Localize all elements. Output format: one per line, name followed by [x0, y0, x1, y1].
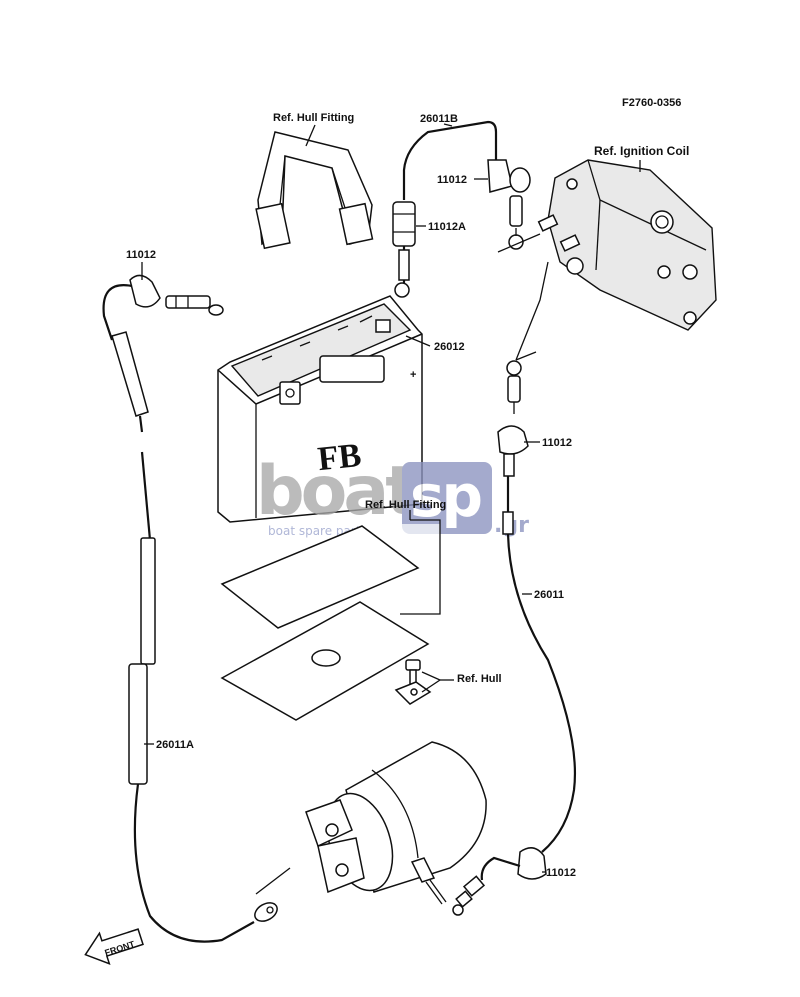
label-11012-right: 11012 [542, 437, 572, 449]
label-ref-hull-fitting-top: Ref. Hull Fitting [273, 112, 354, 124]
label-26011a: 26011A [156, 739, 194, 751]
svg-text:boat: boat [256, 452, 416, 531]
boot-cap-left [102, 274, 224, 341]
battery-mark: FB [316, 437, 363, 478]
starter-motor [305, 741, 487, 905]
watermark: boat sp .gr boat spare parts [256, 452, 529, 538]
label-ref-ignition-coil: Ref. Ignition Coil [594, 144, 689, 158]
connector-right-upper [506, 351, 537, 414]
boot-cap-right [497, 425, 529, 477]
cable-26011 [502, 476, 577, 853]
label-26012: 26012 [434, 341, 465, 353]
label-ref-hull: Ref. Hull [457, 673, 502, 685]
boot-cap-bottom [452, 847, 547, 916]
plug-11012a [392, 201, 416, 298]
label-ref-hull-fitting-mid: Ref. Hull Fitting [365, 499, 446, 511]
label-11012-left: 11012 [126, 249, 156, 261]
cable-26011a [111, 331, 278, 943]
boot-cap-upper-center [487, 159, 531, 250]
svg-text:sp: sp [410, 462, 481, 530]
label-11012-bottom: 11012 [546, 867, 576, 879]
hull-fitting-plate-upper [220, 525, 420, 629]
hull-bolt [394, 659, 432, 705]
svg-text:+: + [410, 369, 416, 381]
hull-fitting-plate-lower [220, 601, 430, 721]
figure-code: F2760-0356 [622, 97, 681, 109]
hull-fitting-strap [255, 131, 374, 250]
front-arrow [84, 928, 144, 965]
label-26011b: 26011B [420, 113, 458, 125]
label-26011: 26011 [534, 589, 564, 601]
ignition-coil [537, 159, 717, 331]
label-11012a: 11012A [428, 221, 466, 233]
cable-26011b [402, 120, 498, 290]
battery: + [217, 295, 423, 523]
label-11012-upper-center: 11012 [437, 174, 467, 186]
